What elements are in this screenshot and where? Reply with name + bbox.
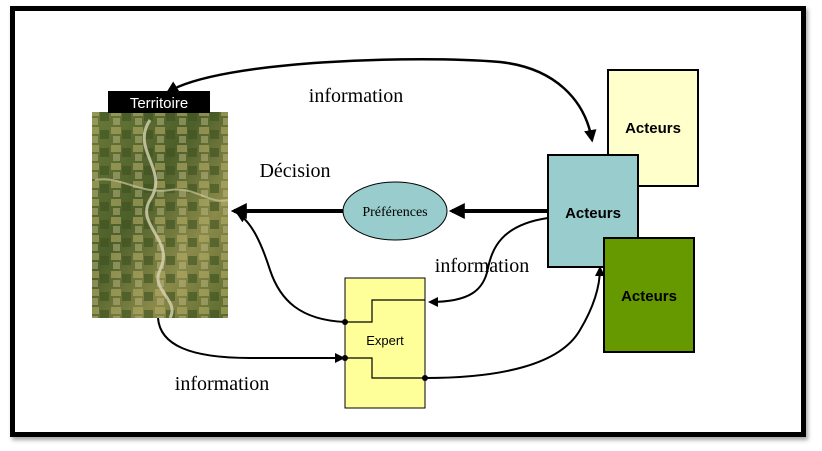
info-label-top: information: [309, 85, 403, 107]
arrow-actors-to-expert: [428, 217, 549, 307]
info-label-middle: information: [435, 255, 529, 277]
arrow-territory-to-expert: [157, 317, 345, 363]
decision-label: Décision: [259, 160, 330, 182]
connector-dot: [342, 319, 348, 325]
info-label-bottom: information: [175, 373, 269, 395]
expert-node: Expert: [344, 277, 426, 409]
connector-dot: [342, 355, 348, 361]
connector-dot: [422, 375, 428, 381]
arrow-top-information: [165, 57, 597, 143]
preferences-label: Préférences: [362, 205, 427, 220]
actor-box-front: Acteurs: [603, 237, 695, 353]
arrow-expert-to-actors: [424, 266, 605, 379]
territory-label-text: Territoire: [130, 95, 188, 112]
actor-label-1: Acteurs: [625, 120, 681, 137]
territory-label: Territoire: [108, 91, 210, 113]
territory-image: [92, 112, 229, 319]
expert-label: Expert: [366, 333, 404, 348]
actor-label-2: Acteurs: [565, 205, 621, 222]
arrow-expert-to-territory: [236, 213, 346, 323]
actor-label-3: Acteurs: [621, 288, 677, 305]
preferences-node: Préférences: [342, 181, 448, 241]
